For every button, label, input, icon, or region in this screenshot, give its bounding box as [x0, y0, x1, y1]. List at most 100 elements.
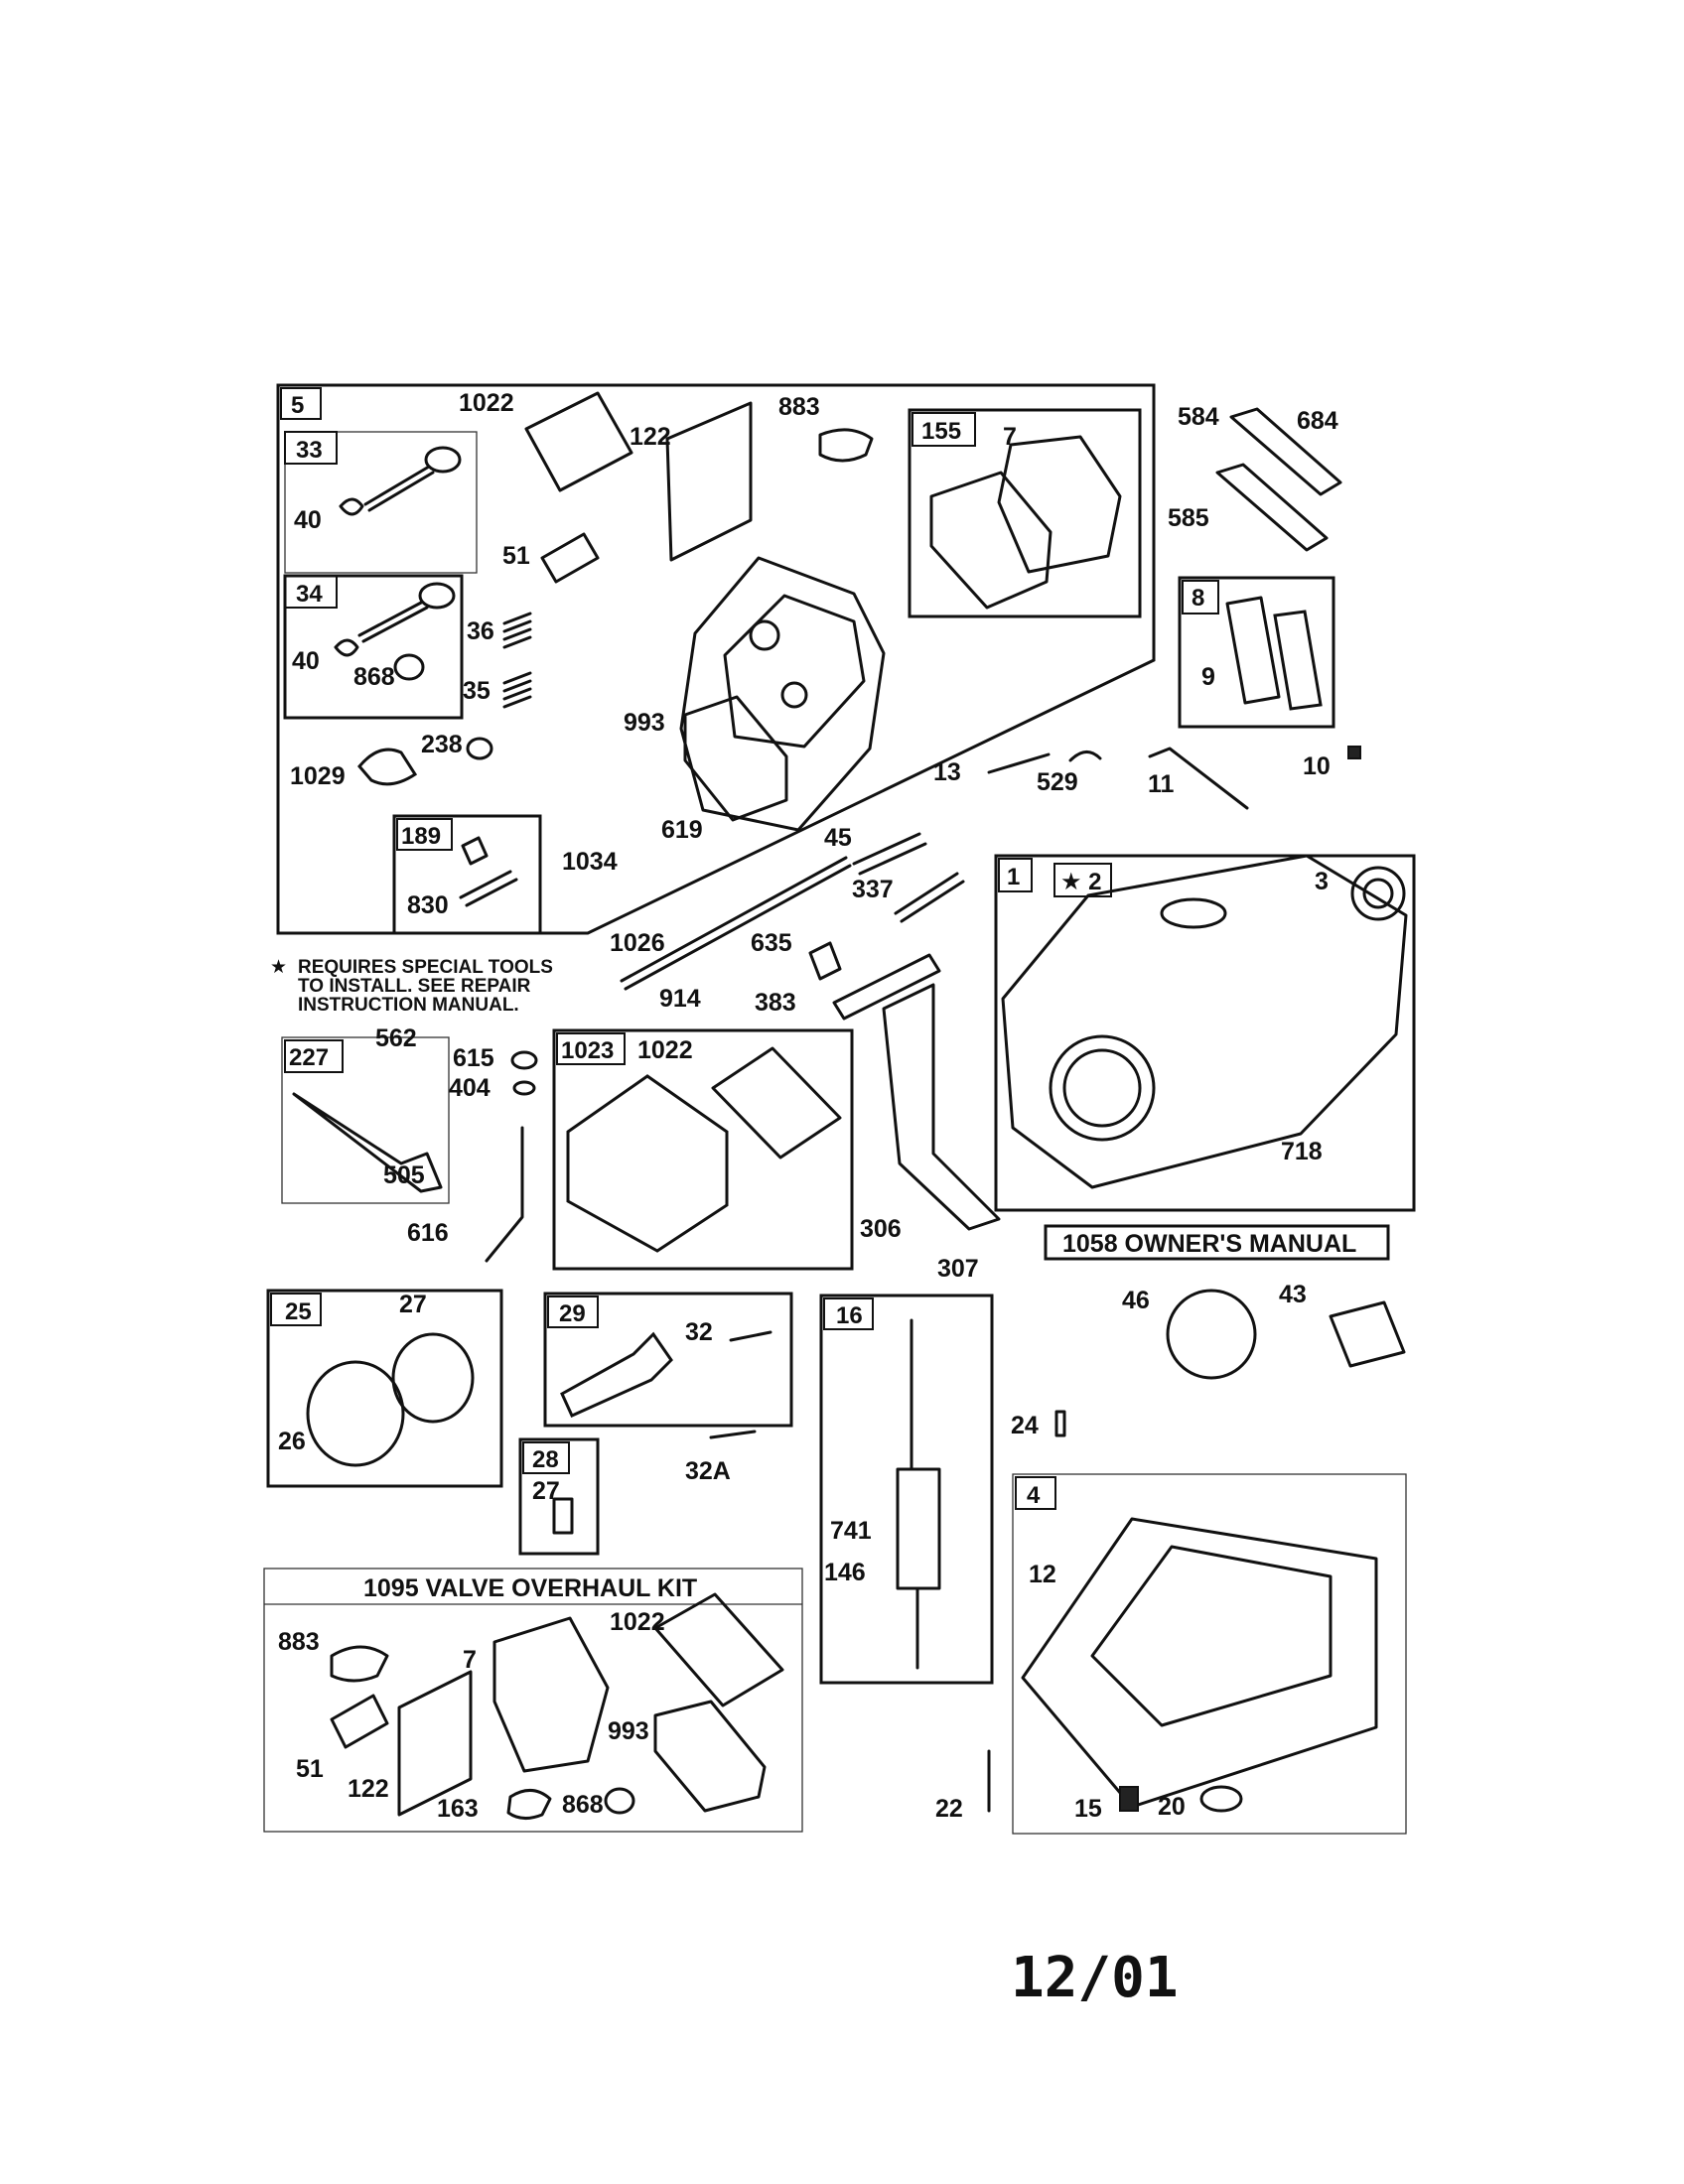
label-993: 993 — [624, 709, 665, 737]
frame-1 — [994, 854, 1416, 1212]
tagbox-155 — [912, 412, 976, 447]
part-1029-rocker — [357, 748, 418, 786]
label-635: 635 — [751, 929, 792, 957]
valve-intake — [339, 446, 462, 516]
label-7-kit: 7 — [463, 1646, 477, 1674]
valve-spring-36 — [502, 612, 532, 649]
sump-4 — [1021, 1517, 1378, 1809]
gasket-993-top — [683, 695, 788, 822]
bolt-32A — [709, 1430, 757, 1439]
tagbox-29 — [547, 1296, 599, 1328]
label-10: 10 — [1303, 752, 1331, 780]
valve-cover-1023 — [566, 1074, 729, 1253]
label-7: 7 — [1003, 423, 1017, 451]
tag-5: 5 — [291, 392, 304, 419]
washer-404 — [512, 1080, 536, 1096]
piston-rings-26 — [306, 1360, 405, 1467]
tagbox-25 — [270, 1293, 322, 1326]
label-13: 13 — [933, 758, 961, 786]
pin-24 — [1054, 1410, 1066, 1437]
label-122: 122 — [630, 423, 671, 451]
label-585: 585 — [1168, 504, 1209, 532]
label-163: 163 — [437, 1795, 479, 1823]
label-868: 868 — [353, 663, 395, 691]
frame-5 — [276, 383, 1156, 935]
label-883: 883 — [778, 393, 820, 421]
label-12: 12 — [1029, 1561, 1056, 1588]
lever-227 — [292, 1092, 443, 1193]
label-529: 529 — [1037, 768, 1078, 796]
label-1034: 1034 — [562, 848, 618, 876]
label-22: 22 — [935, 1795, 963, 1823]
tagbox-33 — [284, 431, 338, 465]
label-24: 24 — [1011, 1412, 1039, 1439]
kit-seal-868 — [604, 1787, 635, 1815]
connecting-rod-29 — [560, 1331, 673, 1418]
crankshaft-16 — [896, 1318, 941, 1670]
seal-20 — [1199, 1785, 1243, 1813]
label-35: 35 — [463, 677, 491, 705]
frame-8 — [1178, 576, 1335, 729]
frame-189 — [392, 814, 542, 935]
tagbox-16 — [823, 1297, 874, 1330]
label-45: 45 — [824, 824, 852, 852]
gasket-584 — [1229, 407, 1342, 496]
gasket-883-top — [818, 428, 874, 463]
label-505: 505 — [383, 1161, 425, 1189]
tag-25: 25 — [285, 1298, 312, 1325]
frame-16 — [819, 1294, 994, 1685]
tag-33: 33 — [296, 437, 323, 464]
tag-16: 16 — [836, 1302, 863, 1329]
note-line-2: TO INSTALL. SEE REPAIR — [298, 976, 531, 997]
frame-33 — [284, 431, 478, 574]
label-562: 562 — [375, 1024, 417, 1052]
label-1022-kit: 1022 — [610, 1608, 665, 1636]
valve-exhaust — [334, 582, 456, 681]
label-383: 383 — [755, 989, 796, 1017]
frame-29 — [543, 1292, 793, 1428]
bolt-13 — [987, 752, 1051, 774]
label-40: 40 — [294, 506, 322, 534]
kit-gasket-163 — [506, 1789, 552, 1820]
valve-spring-35 — [502, 671, 532, 709]
crankcase-block — [1001, 854, 1408, 1189]
label-615: 615 — [453, 1044, 494, 1072]
label-32A: 32A — [685, 1457, 731, 1485]
label-619: 619 — [661, 816, 703, 844]
dipstick-383 — [832, 953, 941, 1021]
part-238-plug — [466, 737, 493, 760]
frame-owners-manual — [1044, 1224, 1390, 1261]
kit-gasket-1022 — [653, 1592, 784, 1707]
tag-1: 1 — [1007, 864, 1020, 890]
tag-2: ★ 2 — [1060, 869, 1102, 895]
label-122-kit: 122 — [348, 1775, 389, 1803]
label-830: 830 — [407, 891, 449, 919]
gasket-585 — [1215, 463, 1329, 552]
label-27-b: 27 — [532, 1477, 560, 1505]
label-404: 404 — [449, 1074, 491, 1102]
label-1029: 1029 — [290, 762, 346, 790]
bracket-306 — [882, 983, 1001, 1231]
label-1026: 1026 — [610, 929, 665, 957]
frame-valve-kit — [263, 1568, 803, 1833]
label-51: 51 — [502, 542, 530, 570]
label-684: 684 — [1297, 407, 1338, 435]
label-32: 32 — [685, 1318, 713, 1346]
tag-227: 227 — [289, 1044, 329, 1071]
tube-45 — [852, 832, 927, 876]
tagbox-4 — [1015, 1476, 1056, 1510]
head-gasket-155-a — [929, 471, 1052, 610]
tag-34: 34 — [296, 581, 323, 608]
cover-8-cap — [1273, 610, 1323, 711]
plate-122-top — [665, 401, 753, 562]
tag-28: 28 — [532, 1446, 559, 1473]
gasket-1022-mid — [711, 1046, 842, 1160]
label-616: 616 — [407, 1219, 449, 1247]
kit-gasket-883 — [330, 1645, 389, 1683]
frame-155 — [908, 408, 1142, 618]
cover-8-plate — [1225, 596, 1281, 705]
label-306: 306 — [860, 1215, 902, 1243]
label-20: 20 — [1158, 1793, 1186, 1821]
label-15: 15 — [1074, 1795, 1102, 1823]
